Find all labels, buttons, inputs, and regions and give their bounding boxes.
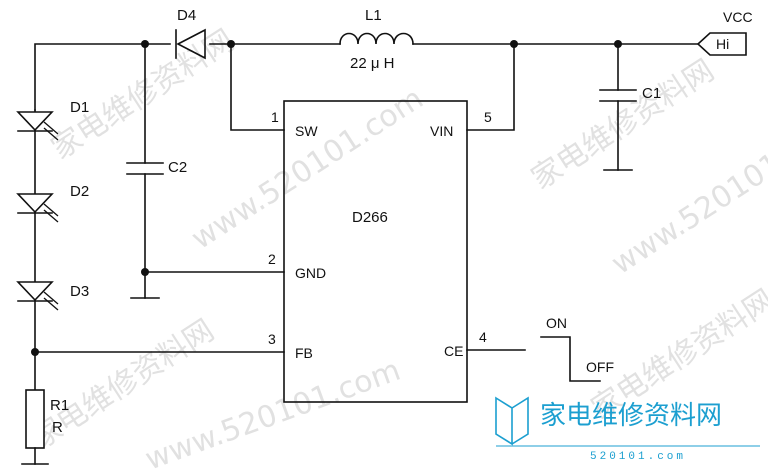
resistor-r1: R1 R	[21, 389, 69, 465]
ic-name: D266	[352, 209, 388, 226]
on-off-switch: ON OFF	[540, 315, 614, 382]
pin-ce-number: 4	[479, 329, 487, 345]
pin-ce: 4 CE	[444, 329, 526, 359]
l1-label: L1	[365, 7, 382, 24]
pin-fb-number: 3	[268, 331, 276, 347]
d4-label: D4	[177, 7, 196, 24]
capacitor-c2: C2	[126, 43, 187, 299]
logo-subtext: 520101.com	[590, 451, 686, 463]
watermark-url-1: www.520101.com	[185, 81, 429, 257]
top-wires	[34, 40, 699, 111]
d1-label: D1	[70, 99, 89, 116]
pin-sw-name: SW	[295, 123, 318, 139]
logo-text: 家电维修资料网	[540, 401, 722, 431]
inductor-l1: L1 22 μ H	[339, 7, 414, 72]
switch-off-label: OFF	[586, 359, 614, 375]
capacitor-c1: C1	[599, 43, 661, 171]
site-logo: 家电维修资料网 520101.com	[495, 396, 760, 463]
vcc-label: VCC	[723, 9, 753, 25]
pin-vin-number: 5	[484, 109, 492, 125]
led-d2: D2	[16, 183, 89, 223]
d3-label: D3	[70, 283, 89, 300]
junction-dot	[31, 348, 39, 356]
ic-body	[283, 100, 468, 403]
led-d1: D1	[16, 99, 89, 141]
pin-gnd: 2 GND	[144, 251, 326, 281]
switch-on-label: ON	[546, 315, 567, 331]
pin-gnd-number: 2	[268, 251, 276, 267]
pin-fb: 3 FB	[31, 331, 313, 361]
book-icon	[495, 396, 529, 446]
pin-fb-name: FB	[295, 345, 313, 361]
r1-label: R1	[50, 397, 69, 414]
pin-vin-name: VIN	[430, 123, 453, 139]
watermark-url-3: www.520101.com	[141, 353, 405, 473]
led-d3: D3	[16, 281, 89, 311]
r1-value: R	[52, 419, 63, 436]
pin-vin: 5 VIN	[430, 43, 515, 139]
hi-label: Hi	[716, 36, 729, 52]
watermark-cn-2: 家电维修资料网	[525, 53, 720, 197]
diode-d4: D4	[175, 7, 206, 60]
pin-sw-number: 1	[271, 109, 279, 125]
led-string: D1 D2 D3	[16, 99, 89, 391]
c2-label: C2	[168, 159, 187, 176]
pin-ce-name: CE	[444, 343, 463, 359]
pin-gnd-name: GND	[295, 265, 326, 281]
l1-value: 22 μ H	[350, 55, 395, 72]
d2-label: D2	[70, 183, 89, 200]
pin-sw: 1 SW	[230, 43, 318, 139]
vcc-connector: Hi VCC	[696, 9, 753, 56]
c1-label: C1	[642, 85, 661, 102]
